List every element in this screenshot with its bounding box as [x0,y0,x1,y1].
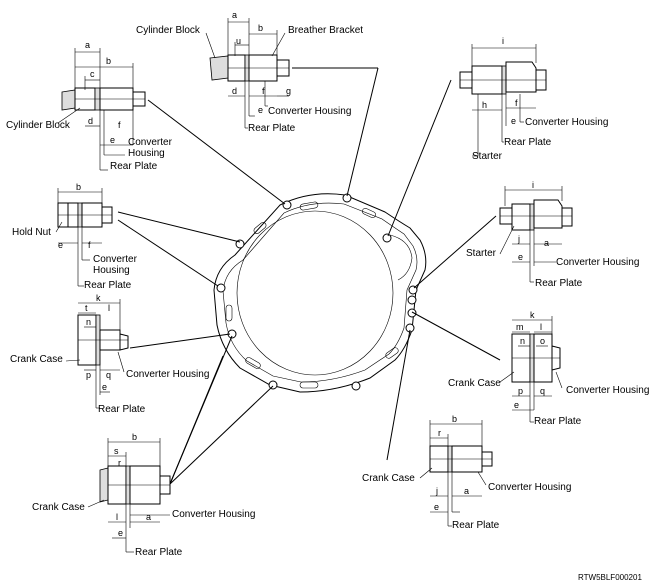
dim-e-bottom: e [118,528,123,538]
dim-i-starter-top: i [502,36,504,46]
dim-p-crank-left: p [86,370,91,380]
dim-k-crank-right: k [530,310,535,320]
dim-a-starter-mid: a [544,238,549,248]
label-converter-housing-left-2: Housing [128,148,165,159]
dim-e-hold: e [58,240,63,250]
dim-t-crank-left: t [85,303,88,313]
dim-m-crank-right: m [516,322,524,332]
dim-e: e [110,135,115,145]
label-cylinder-block-left: Cylinder Block [6,120,71,131]
label-crank-case-left: Crank Case [10,354,63,365]
label-converter-housing-starter-mid: Converter Housing [556,257,639,268]
dim-i-starter-mid: i [532,180,534,190]
dim-h-starter-top: h [482,100,487,110]
label-rear-plate-left: Rear Plate [110,161,158,172]
detail-hold-nut: b e f Hold Nut Converter Housing Rear Pl… [12,182,138,291]
rear-plate-outline [213,193,427,393]
dim-j-bottom-right: j [435,486,438,496]
label-rear-plate-bottom: Rear Plate [135,547,183,558]
dim-f-top: f [262,86,265,96]
figure-code: RTW5BLF000201 [578,573,642,582]
leader-lines [117,67,501,485]
label-converter-housing-bottom-right: Converter Housing [488,482,571,493]
detail-crank-case-bottom-right: b r j a e Crank Case Converter Housing R… [362,414,571,531]
dim-r-bottom: r [118,458,121,468]
dim-q-crank-right: q [540,386,545,396]
dim-d: d [88,116,93,126]
dim-a-top: a [232,10,237,20]
dim-a: a [85,40,90,50]
label-cylinder-block-top: Cylinder Block [136,25,201,36]
dim-a-bottom: a [146,512,151,522]
dim-r-bottom-right: r [438,428,441,438]
dim-l-crank-left: l [108,303,110,313]
detail-crank-case-right: k m l n o p q e Crank Case Converter Hou… [448,310,649,427]
label-rear-plate-starter-top: Rear Plate [504,137,552,148]
label-converter-housing-crank-left: Converter Housing [126,369,209,380]
label-starter-top: Starter [472,151,503,162]
detail-crank-case-bottom: b s r l a e Crank Case Converter Housing… [32,432,255,558]
dim-n-crank-left: n [86,317,91,327]
label-crank-case-right: Crank Case [448,378,501,389]
dim-c: c [90,69,95,79]
label-converter-housing-left-1: Converter [128,137,173,148]
label-rear-plate-hold: Rear Plate [84,280,132,291]
label-rear-plate-bottom-right: Rear Plate [452,520,500,531]
label-converter-housing-top: Converter Housing [268,106,351,117]
dim-l-crank-right: l [540,322,542,332]
dim-b-hold: b [76,182,81,192]
label-rear-plate-top: Rear Plate [248,123,296,134]
dim-e-starter-top: e [511,116,516,126]
dim-k-crank-left: k [96,293,101,303]
dim-b-bottom: b [132,432,137,442]
label-converter-housing-starter-top: Converter Housing [525,117,608,128]
label-converter-housing-hold-2: Housing [93,265,130,276]
label-crank-case-bottom: Crank Case [32,502,85,513]
detail-breather-bracket: a b u d e f g Cylinder Block Breather Br… [136,10,363,134]
dim-u-top: u [236,36,241,46]
detail-cylinder-block-left: a b c d e f Cylinder Block Converter Hou… [6,40,173,172]
dim-p-crank-right: p [518,386,523,396]
dim-o-crank-right: o [540,336,545,346]
label-rear-plate-crank-left: Rear Plate [98,404,146,415]
dim-n-crank-right: n [520,336,525,346]
label-hold-nut: Hold Nut [12,227,51,238]
detail-starter-mid: i j a e Starter Converter Housing Rear P… [466,180,639,289]
label-converter-housing-hold-1: Converter [93,254,138,265]
label-rear-plate-right: Rear Plate [534,416,582,427]
label-starter-mid: Starter [466,248,497,259]
label-rear-plate-starter-mid: Rear Plate [535,278,583,289]
dim-b-bottom-right: b [452,414,457,424]
label-breather-bracket: Breather Bracket [288,25,363,36]
dim-e-crank-left: e [102,382,107,392]
dim-f-starter-top: f [515,98,518,108]
dim-s-bottom: s [114,446,119,456]
detail-starter-top: i h f e Converter Housing Rear Plate Sta… [459,36,608,162]
dim-f-hold: f [88,240,91,250]
dim-b: b [106,56,111,66]
label-crank-case-bottom-right: Crank Case [362,473,415,484]
dim-e-starter-mid: e [518,252,523,262]
dim-l-bottom: l [116,512,118,522]
dim-e-crank-right: e [514,400,519,410]
label-converter-housing-bottom: Converter Housing [172,509,255,520]
dim-j-starter-mid: j [517,234,520,244]
dim-e-top: e [258,105,263,115]
dim-g-top: g [286,86,291,96]
label-converter-housing-right: Converter Housing [566,385,649,396]
dim-q-crank-left: q [106,370,111,380]
dim-d-top: d [232,86,237,96]
detail-crank-case-left: k t l n p q e Crank Case Converter Housi… [10,293,209,415]
dim-f: f [118,120,121,130]
dim-e-bottom-right: e [434,502,439,512]
dim-b-top: b [258,23,263,33]
dim-a-bottom-right: a [464,486,469,496]
